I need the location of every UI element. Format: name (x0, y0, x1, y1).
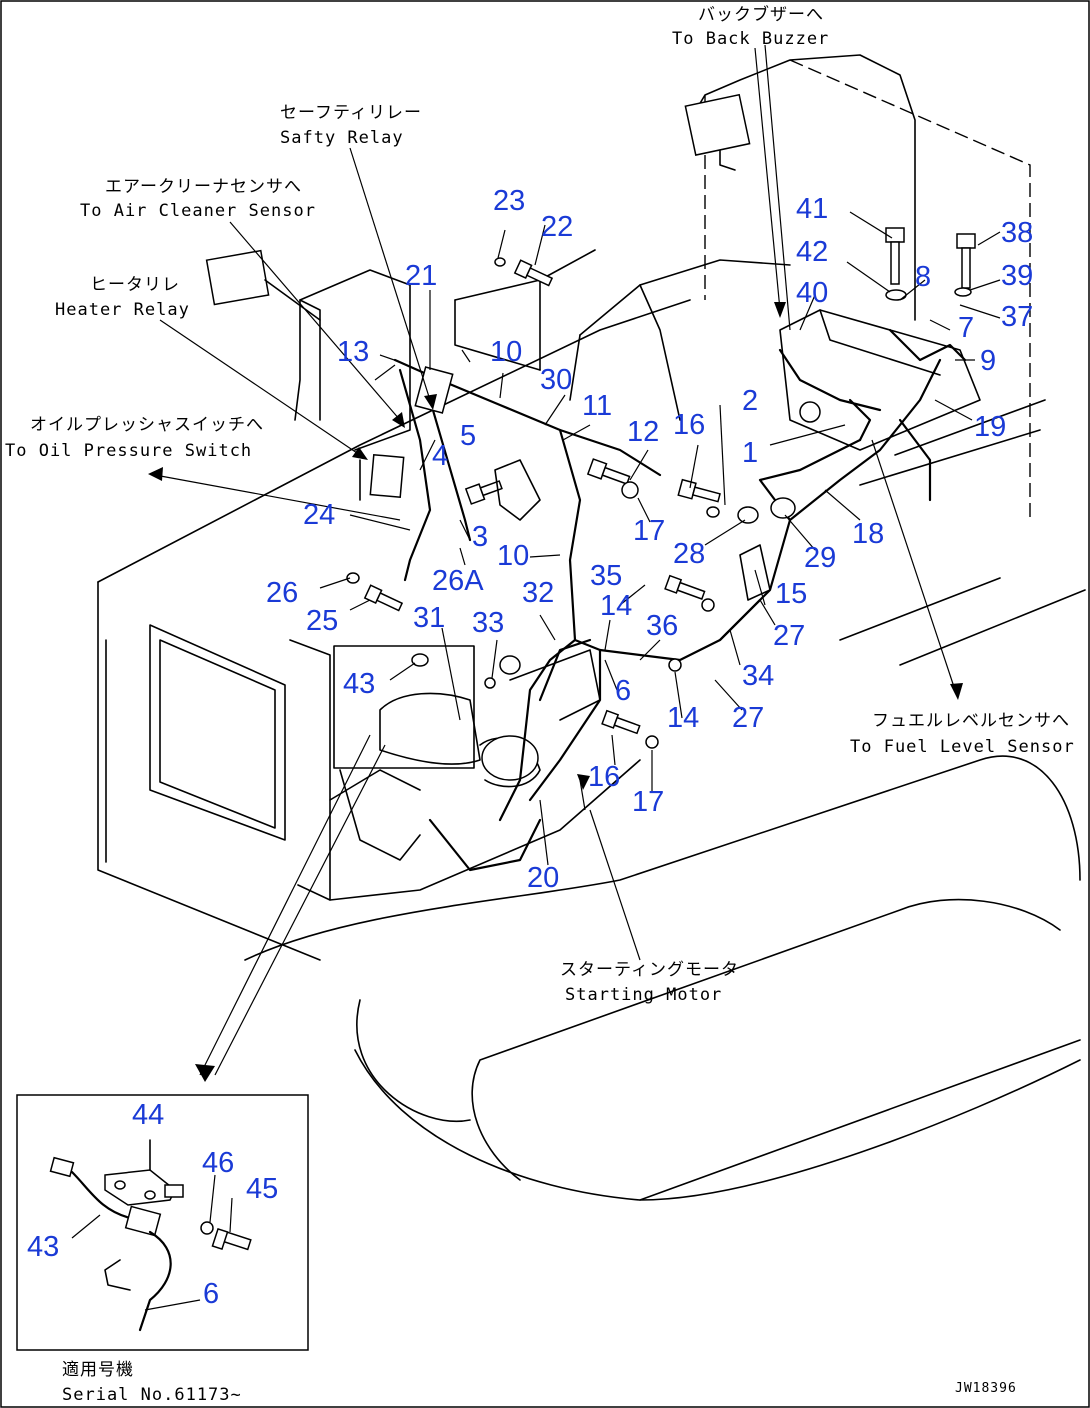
heater-relay-label-en: Heater Relay (55, 300, 190, 320)
part-number: 26 (266, 577, 298, 609)
part-number: 10 (490, 336, 522, 368)
part-number: 19 (974, 411, 1006, 443)
part-number: 28 (673, 538, 705, 570)
inset-part-number: 46 (202, 1147, 234, 1179)
part-number: 25 (306, 605, 338, 637)
bolt-35 (664, 574, 706, 600)
part-number: 31 (413, 602, 445, 634)
part-number: 17 (632, 786, 664, 818)
part-number: 9 (980, 345, 996, 377)
part-number: 36 (646, 610, 678, 642)
heater-relay-label-jp: ヒータリレ (90, 275, 180, 295)
fuel-level-label-jp: フュエルレベルセンサへ (872, 711, 1070, 731)
part-number: 13 (337, 336, 369, 368)
bolt-38 (956, 233, 976, 289)
part-number: 8 (915, 261, 931, 293)
machine-body (97, 54, 1086, 1201)
part-number: 14 (667, 702, 699, 734)
part-number: 16 (673, 409, 705, 441)
part-number: 37 (1001, 301, 1033, 333)
part-number: 29 (804, 542, 836, 574)
leader-lines (148, 44, 1001, 1082)
part-number: 7 (958, 312, 974, 344)
heater-relay-box (369, 453, 405, 499)
inset-frame (16, 1094, 309, 1351)
callout-labels: バックブザーへ To Back Buzzer セーフティリレー Safty Re… (5, 4, 1075, 1005)
part-number: 4 (432, 440, 448, 472)
part-number: 40 (796, 277, 828, 309)
wiring-harness (393, 328, 967, 872)
part-number: 42 (796, 236, 828, 268)
part-number: 10 (497, 540, 529, 572)
safety-relay-label-jp: セーフティリレー (280, 103, 422, 123)
drawing-code: JW18396 (955, 1381, 1017, 1396)
part-number: 38 (1001, 217, 1033, 249)
part-number: 30 (540, 364, 572, 396)
inset-detail: 44 46 45 43 6 (16, 1094, 309, 1351)
part-number: 15 (775, 578, 807, 610)
part-number: 26A (432, 565, 484, 597)
bolt-16 (677, 478, 721, 503)
bolt-25 (363, 584, 404, 612)
inset-part-number: 44 (132, 1099, 164, 1131)
safety-relay-label-en: Safty Relay (280, 128, 404, 148)
part-number: 5 (460, 420, 476, 452)
part-number: 43 (343, 668, 375, 700)
part-number: 6 (615, 675, 631, 707)
part-number: 23 (493, 185, 525, 217)
part-numbers: 1 2 3 4 5 6 7 8 9 10 10 11 12 13 14 14 1… (266, 185, 1033, 894)
air-cleaner-label-en: To Air Cleaner Sensor (80, 201, 316, 221)
inset-part-number: 43 (27, 1231, 59, 1263)
part-number: 16 (588, 761, 620, 793)
air-cleaner-label-jp: エアークリーナセンサへ (105, 177, 302, 197)
part-number: 11 (582, 390, 612, 422)
inset-part-number: 45 (246, 1173, 278, 1205)
serial-label-en: Serial No.61173~ (62, 1385, 242, 1405)
part-number: 27 (732, 702, 764, 734)
part-number: 22 (541, 211, 573, 243)
part-number: 32 (522, 577, 554, 609)
part-number: 24 (303, 499, 335, 531)
bolt-22 (513, 259, 554, 287)
bolt-41 (885, 227, 905, 285)
part-number: 14 (600, 590, 632, 622)
part-number: 34 (742, 660, 774, 692)
part-number: 2 (742, 385, 758, 417)
inset-part-number: 6 (203, 1278, 219, 1310)
part-number: 1 (742, 437, 758, 469)
part-number: 41 (796, 193, 828, 225)
safety-relay-box (414, 366, 454, 414)
back-buzzer-label-en: To Back Buzzer (672, 29, 829, 49)
fuel-level-label-en: To Fuel Level Sensor (850, 737, 1075, 757)
starting-motor-label-jp: スターティングモータ (560, 960, 739, 980)
back-buzzer-label-jp: バックブザーへ (698, 4, 824, 25)
part-number: 27 (773, 620, 805, 652)
part-number: 35 (590, 560, 622, 592)
bolt-12 (586, 458, 631, 485)
oil-pressure-label-jp: オイルプレッシャスイッチへ (30, 415, 264, 435)
part-number: 18 (852, 518, 884, 550)
hardware-parts (346, 227, 976, 749)
part-number: 3 (472, 521, 488, 553)
starting-motor-label-en: Starting Motor (565, 985, 722, 1005)
oil-pressure-label-en: To Oil Pressure Switch (5, 441, 252, 461)
part-number: 39 (1001, 260, 1033, 292)
part-number: 12 (627, 416, 659, 448)
serial-label-jp: 適用号機 (62, 1360, 134, 1380)
part-number: 20 (527, 862, 559, 894)
part-number: 17 (633, 515, 665, 547)
bolt-16-lower (601, 709, 641, 735)
part-number: 33 (472, 607, 504, 639)
part-number: 21 (405, 260, 437, 292)
